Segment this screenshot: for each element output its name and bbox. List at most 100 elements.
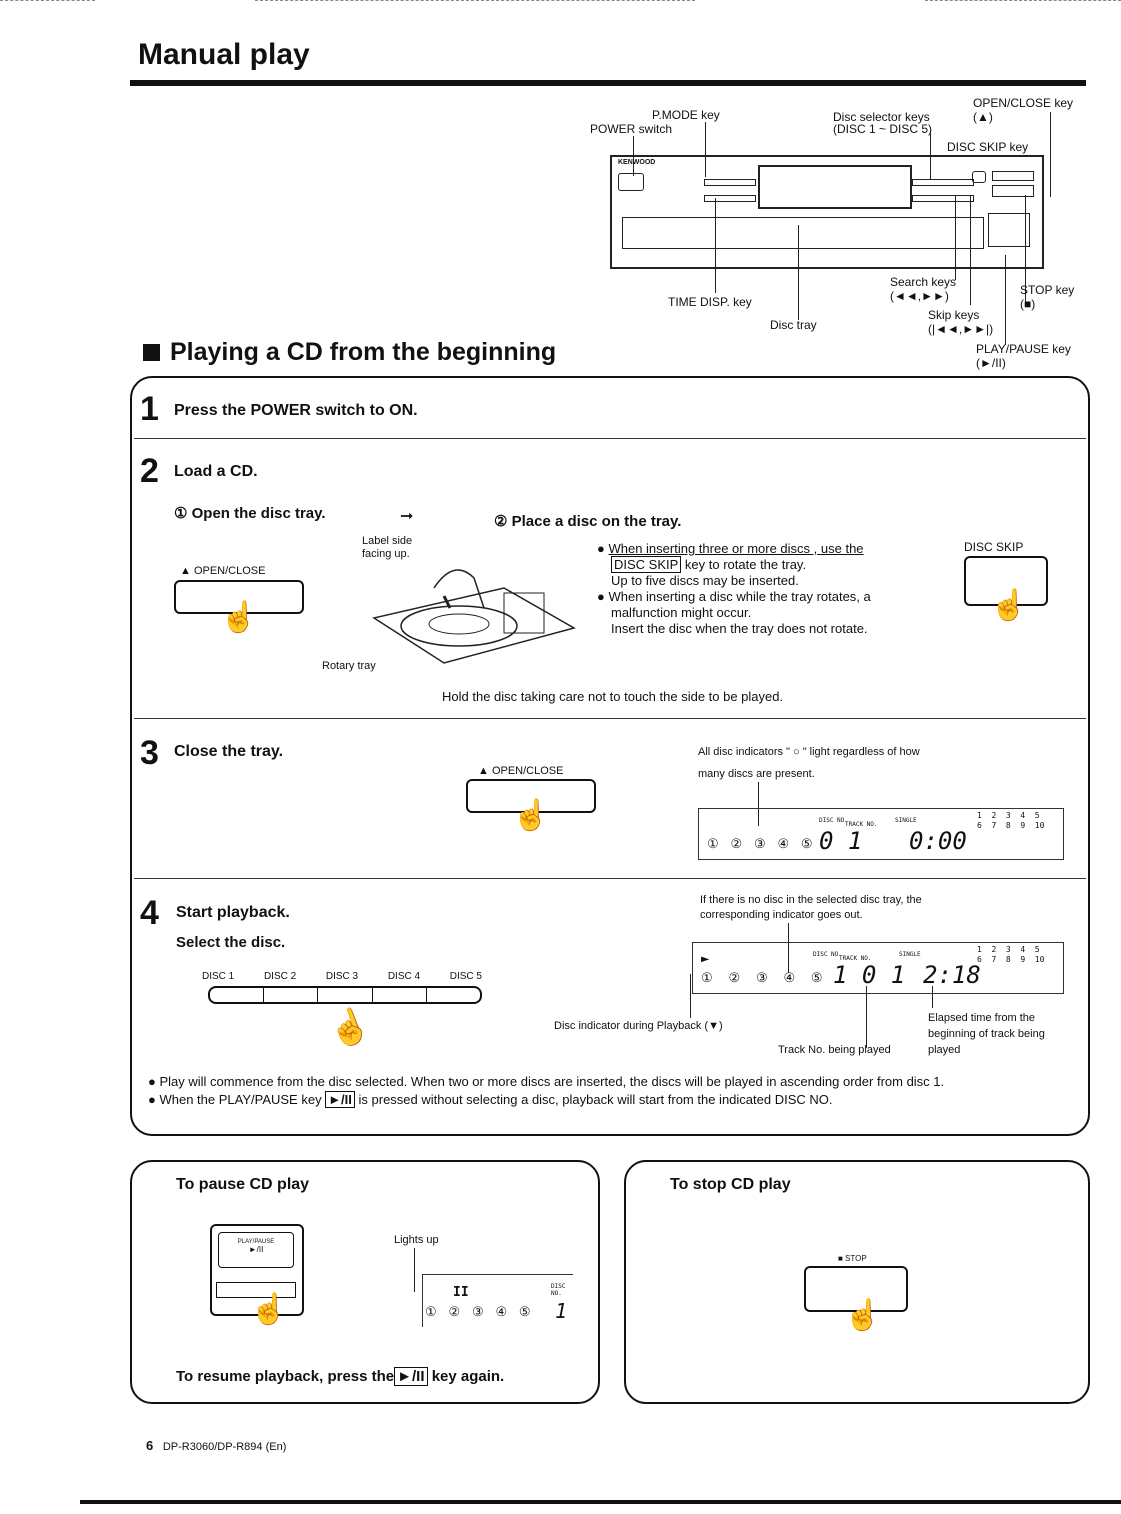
disc-tray[interactable]: [622, 217, 984, 249]
step4-note-line2: corresponding indicator goes out.: [700, 909, 863, 921]
display-window: [758, 165, 912, 209]
play-pause-key-label: PLAY/PAUSE: [237, 1239, 275, 1245]
step3-note-line1: All disc indicators " ○ " light regardle…: [698, 746, 920, 758]
page-title: Manual play: [138, 38, 310, 71]
step2-bullet2-line3: Insert the disc when the tray does not r…: [611, 621, 868, 636]
label-side-text: Label side: [362, 535, 413, 547]
step2-notes: ● When inserting three or more discs , u…: [597, 541, 937, 637]
step2-bullet1: ● When inserting three or more discs , u…: [597, 541, 864, 556]
leader-line: [798, 225, 799, 320]
play-pause-panel-illustration: PLAY/PAUSE ►/II: [210, 1224, 304, 1316]
page-number: 6: [146, 1438, 154, 1453]
lcd-display-step4: ► DISC NO. TRACK NO. SINGLE 1 2 3 4 5 6 …: [692, 942, 1064, 994]
leader-line: [1025, 195, 1026, 305]
disc5-key[interactable]: [427, 988, 480, 1002]
step4-number: 4: [140, 894, 159, 932]
disc1-key[interactable]: [210, 988, 265, 1002]
section-title: Playing a CD from the beginning: [170, 338, 557, 366]
footer: 6 DP-R3060/DP-R894 (En): [146, 1438, 286, 1453]
pmode-key[interactable]: [704, 179, 756, 186]
step2-bullet1-line3: Up to five discs may be inserted.: [611, 573, 799, 588]
disc-skip-button[interactable]: [964, 556, 1048, 606]
step2-number: 2: [140, 452, 159, 490]
disc-key-labels: DISC 1 DISC 2 DISC 3 DISC 4 DISC 5: [202, 971, 482, 982]
time-disp-label: TIME DISP. key: [668, 295, 752, 309]
open-close-key[interactable]: [992, 171, 1034, 181]
brand-logo: KENWOOD: [618, 159, 656, 166]
leader-line: [1005, 255, 1006, 345]
pointing-hand-icon: ☝: [844, 1299, 882, 1332]
open-close-button[interactable]: [174, 580, 304, 614]
stop-key[interactable]: [992, 185, 1034, 197]
step2-title: Load a CD.: [174, 463, 258, 480]
rotary-tray-label: Rotary tray: [322, 660, 376, 672]
lcd-track-digits: 1 0 1: [833, 961, 906, 989]
step2-sub2: ② Place a disc on the tray.: [494, 513, 682, 530]
step-divider: [134, 438, 1086, 439]
disc-keys-group: [208, 986, 482, 1004]
lcd-disc-circles: ① ② ③ ④ ⑤: [425, 1305, 533, 1320]
disc-skip-key[interactable]: [972, 171, 986, 183]
step4-title: Start playback.: [176, 904, 290, 921]
disc4-key[interactable]: [373, 988, 427, 1002]
disc-key-label: DISC 2: [263, 971, 297, 982]
lcd-play-icon: ►: [701, 951, 710, 967]
elapsed-line2: beginning of track being: [928, 1028, 1045, 1040]
section-heading: Playing a CD from the beginning: [143, 338, 556, 367]
step4-bullet2: ● When the PLAY/PAUSE key ►/II is presse…: [148, 1091, 833, 1108]
search-keys[interactable]: [912, 195, 974, 202]
step2-bullet2-line2: malfunction might occur.: [611, 605, 752, 620]
step1-number: 1: [140, 390, 159, 428]
lights-up-label: Lights up: [394, 1234, 439, 1246]
top-dashed-rule: [0, 0, 95, 1]
stop-key-label: ■ STOP: [838, 1254, 867, 1263]
open-close-button[interactable]: [466, 779, 596, 813]
skip-keys-label: Skip keys: [928, 308, 980, 322]
bottom-rule: [80, 1500, 1121, 1504]
step4-note-line1: If there is no disc in the selected disc…: [700, 894, 922, 906]
disc-selector-label: Disc selector keys: [833, 110, 930, 124]
rotary-tray-illustration: [372, 569, 576, 664]
pointing-hand-icon: ☝: [250, 1293, 288, 1326]
pointing-hand-icon: ☝: [990, 589, 1028, 622]
title-rule: [130, 80, 1086, 86]
stop-panel: To stop CD play ■ STOP ☝: [624, 1160, 1090, 1404]
pause-panel: To pause CD play PLAY/PAUSE ►/II ☝ Light…: [130, 1160, 600, 1404]
pmode-label: P.MODE key: [652, 108, 720, 122]
open-close-key-label: ▲ OPEN/CLOSE: [478, 765, 564, 777]
step2-bullet2: ● When inserting a disc while the tray r…: [597, 589, 871, 604]
pause-title: To pause CD play: [176, 1176, 310, 1193]
play-pause-key[interactable]: [988, 213, 1030, 247]
device-diagram: P.MODE key POWER switch Disc selector ke…: [590, 96, 1100, 375]
disc3-key[interactable]: [318, 988, 373, 1002]
resume-instruction: To resume playback, press the►/II key ag…: [176, 1367, 505, 1386]
open-close-key-label: ▲ OPEN/CLOSE: [180, 565, 266, 577]
disc-key-label: DISC 4: [387, 971, 421, 982]
step3-note-line2: many discs are present.: [698, 768, 815, 780]
leader-line: [955, 195, 956, 280]
stop-key-label: STOP key: [1020, 283, 1075, 297]
lcd-disc-digit: 1: [555, 1299, 568, 1323]
elapsed-line1: Elapsed time from the: [928, 1012, 1035, 1024]
step1-title: Press the POWER switch to ON.: [174, 402, 418, 419]
disc-selector-keys[interactable]: [912, 179, 974, 186]
leader-line: [414, 1248, 415, 1292]
panel-lower-key: [216, 1282, 296, 1298]
time-disp-key[interactable]: [704, 195, 756, 202]
stop-key-symbol: (■): [1020, 297, 1036, 311]
leader-line: [758, 782, 759, 826]
power-switch[interactable]: [618, 173, 644, 191]
track-no-label: Track No. being played: [778, 1044, 891, 1056]
stop-button[interactable]: [804, 1266, 908, 1312]
disc-key-label: DISC 1: [202, 971, 235, 982]
disc2-key[interactable]: [264, 988, 319, 1002]
top-dashed-rule: [925, 0, 1121, 1]
arrow-right-icon: ➞: [400, 508, 414, 525]
elapsed-line3: played: [928, 1044, 961, 1056]
leader-line: [932, 986, 933, 1008]
play-pause-button[interactable]: PLAY/PAUSE ►/II: [218, 1232, 294, 1268]
lcd-single-label: SINGLE: [895, 817, 917, 824]
lcd-disc-circles: ① ② ③ ④ ⑤: [707, 837, 815, 852]
disc-skip-key-label: DISC SKIP: [964, 540, 1024, 554]
leader-line: [788, 923, 789, 973]
